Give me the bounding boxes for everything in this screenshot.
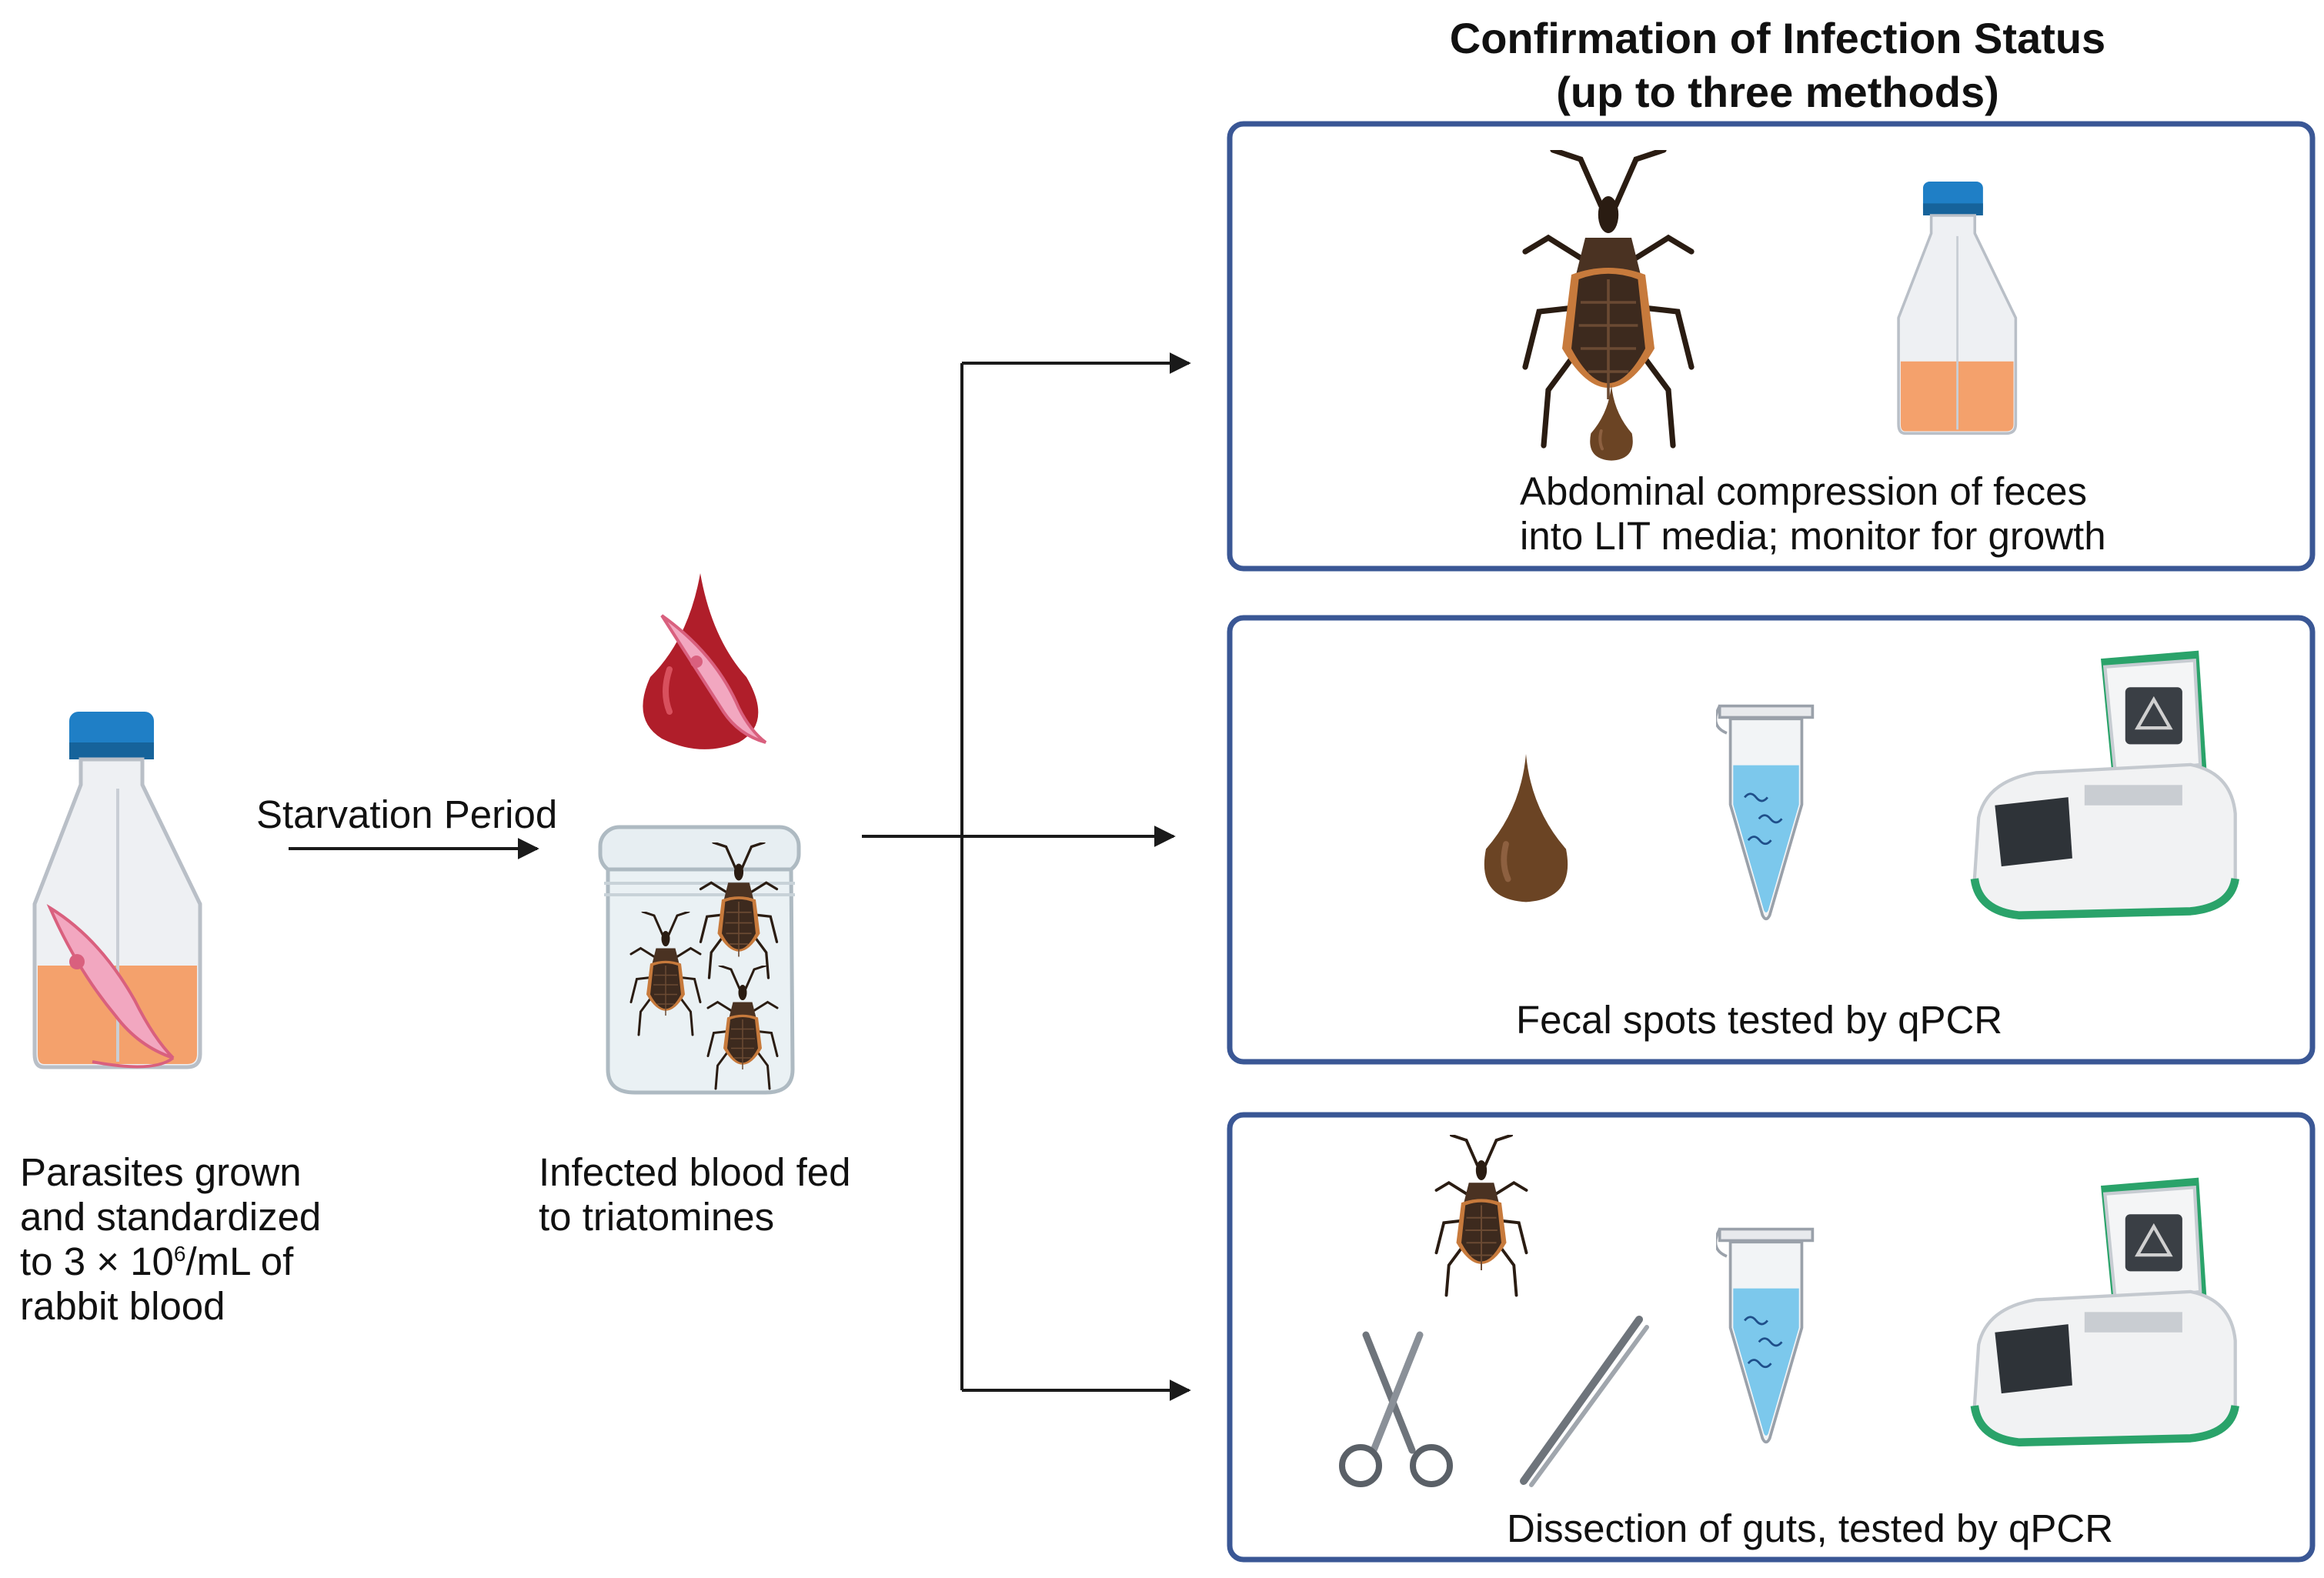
triatomine-bug-icon [1525,150,1691,445]
method-3-caption: Dissection of guts, tested by qPCR [1507,1506,2114,1550]
trypanosome-icon [46,903,175,1069]
microtube-icon [1716,1227,1815,1444]
scissors-icon [1339,1331,1453,1487]
culture-flask-icon [1897,181,2018,435]
title-line-1: Confirmation of Infection Status [1449,14,2106,62]
jar-icon [598,825,801,1095]
qpcr-machine-icon [1975,1178,2236,1443]
method-2-caption: Fecal spots tested by qPCR [1516,998,2003,1042]
triatomine-bug-icon [1434,1135,1528,1297]
method-panel-2 [1227,615,2316,1065]
blood-drop-icon [643,573,767,749]
parasites-line-4: rabbit blood [20,1284,225,1328]
culture-flask-icon [35,712,200,1067]
infected-line-2: to triatomines [539,1195,775,1239]
parasites-line-3: to 3 × 106/mL of [20,1239,321,1284]
method-panel-3 [1227,1112,2316,1563]
parasites-exponent: 6 [173,1242,186,1266]
parasites-line-2: and standardized [20,1195,322,1239]
method-1-line-1: Abdominal compression of feces [1520,469,2088,513]
feces-drop-icon [1590,385,1633,461]
title-line-2: (up to three methods) [1556,68,1999,116]
method-1-caption: Abdominal compression of feces into LIT … [1520,469,2106,559]
forceps-icon [1520,1316,1649,1487]
microtube-icon [1716,704,1815,921]
starvation-label: Starvation Period [256,792,558,836]
parasites-line-3-pre: to 3 × 10 [20,1239,174,1283]
parasites-caption: Parasites grown and standardized to 3 × … [20,1150,321,1329]
infected-line-1: Infected blood fed [539,1150,851,1194]
qpcr-machine-icon [1975,651,2236,916]
feces-drop-icon [1484,754,1568,902]
method-1-line-2: into LIT media; monitor for growth [1520,514,2106,558]
infected-caption: Infected blood fed to triatomines [539,1150,851,1239]
parasites-line-1: Parasites grown [20,1150,302,1194]
diagram-title: Confirmation of Infection Status (up to … [1381,12,2174,119]
parasites-line-3-post: /mL of [185,1239,294,1283]
method-panel-1 [1227,121,2316,572]
